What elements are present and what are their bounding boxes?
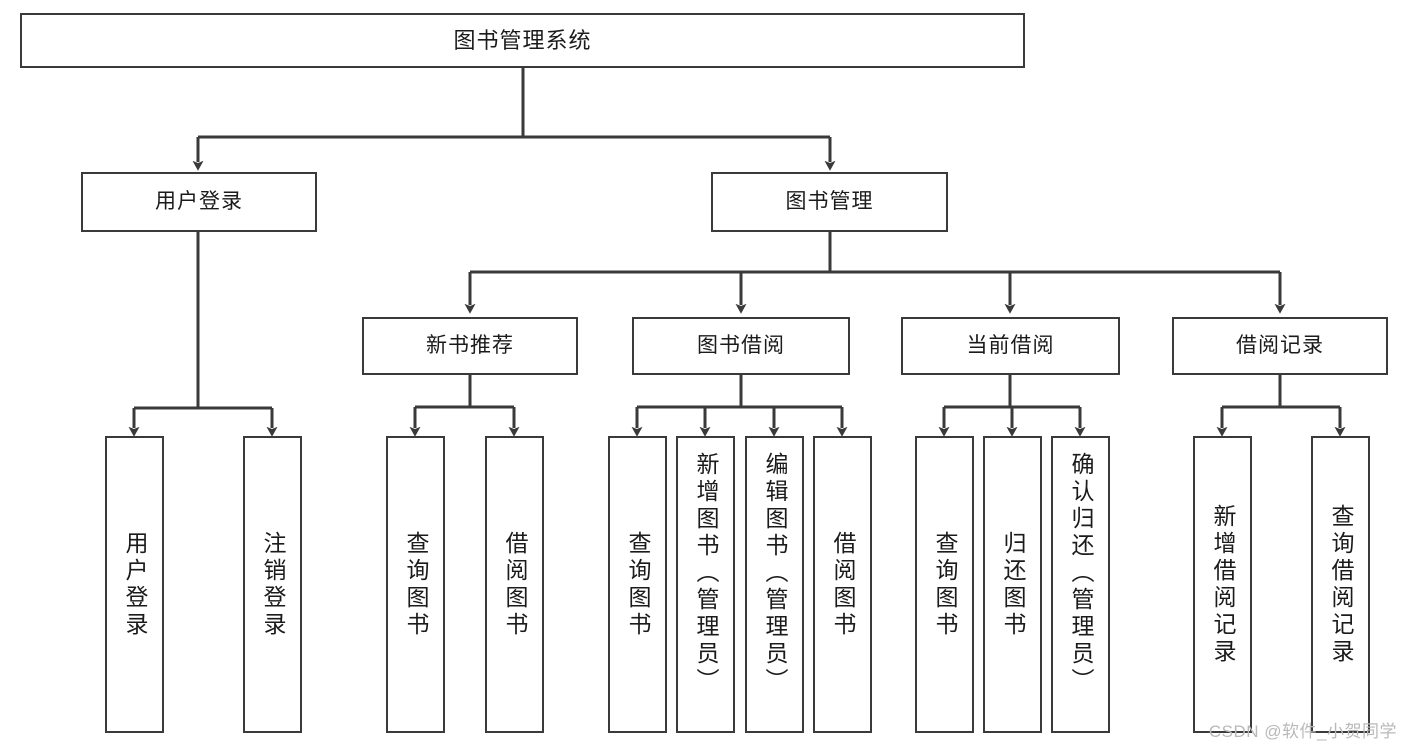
node-label: 新增借阅记录 (1210, 503, 1236, 666)
node-label: 确认归还（管理员） (1068, 452, 1094, 695)
node-label: 归还图书 (1000, 530, 1026, 639)
node-root-system[interactable]: 图书管理系统 (20, 13, 1025, 68)
leaf-current-borrow-query[interactable]: 查询图书 (915, 436, 974, 733)
node-user-login[interactable]: 用户登录 (81, 172, 317, 232)
node-label: 新增图书（管理员） (693, 452, 719, 695)
leaf-book-borrow-borrow[interactable]: 借阅图书 (813, 436, 872, 733)
node-label: 查询图书 (932, 530, 958, 639)
node-label: 借阅记录 (1236, 333, 1324, 357)
leaf-book-borrow-edit[interactable]: 编辑图书（管理员） (745, 436, 804, 733)
leaf-new-book-borrow[interactable]: 借阅图书 (485, 436, 544, 733)
leaf-user-login-signout[interactable]: 注销登录 (243, 436, 302, 733)
node-label: 图书借阅 (697, 333, 785, 357)
node-label: 图书管理系统 (453, 27, 592, 53)
node-label: 借阅图书 (502, 530, 528, 639)
node-label: 查询借阅记录 (1328, 503, 1354, 666)
leaf-user-login-signin[interactable]: 用户登录 (105, 436, 164, 733)
node-label: 注销登录 (260, 530, 286, 639)
node-borrow-record[interactable]: 借阅记录 (1172, 317, 1388, 375)
node-label: 当前借阅 (966, 333, 1055, 357)
node-label: 查询图书 (403, 530, 429, 639)
node-new-book-recommend[interactable]: 新书推荐 (362, 317, 578, 375)
watermark: CSDN @软件_小贺同学 (1208, 722, 1397, 741)
node-current-borrow[interactable]: 当前借阅 (901, 317, 1120, 375)
node-label: 编辑图书（管理员） (762, 452, 788, 695)
node-book-borrow[interactable]: 图书借阅 (632, 317, 850, 375)
node-label: 用户登录 (155, 189, 243, 213)
node-label: 用户登录 (122, 530, 148, 639)
leaf-borrow-record-query[interactable]: 查询借阅记录 (1311, 436, 1370, 733)
node-label: 查询图书 (625, 530, 651, 639)
node-label: 借阅图书 (830, 530, 856, 639)
leaf-new-book-query[interactable]: 查询图书 (386, 436, 445, 733)
node-label: 图书管理 (785, 189, 874, 213)
node-label: 新书推荐 (426, 333, 514, 357)
node-book-management[interactable]: 图书管理 (711, 172, 948, 232)
leaf-book-borrow-query[interactable]: 查询图书 (608, 436, 667, 733)
leaf-current-borrow-confirm-return[interactable]: 确认归还（管理员） (1051, 436, 1110, 733)
leaf-borrow-record-add[interactable]: 新增借阅记录 (1193, 436, 1252, 733)
leaf-book-borrow-add[interactable]: 新增图书（管理员） (676, 436, 735, 733)
leaf-current-borrow-return[interactable]: 归还图书 (983, 436, 1042, 733)
